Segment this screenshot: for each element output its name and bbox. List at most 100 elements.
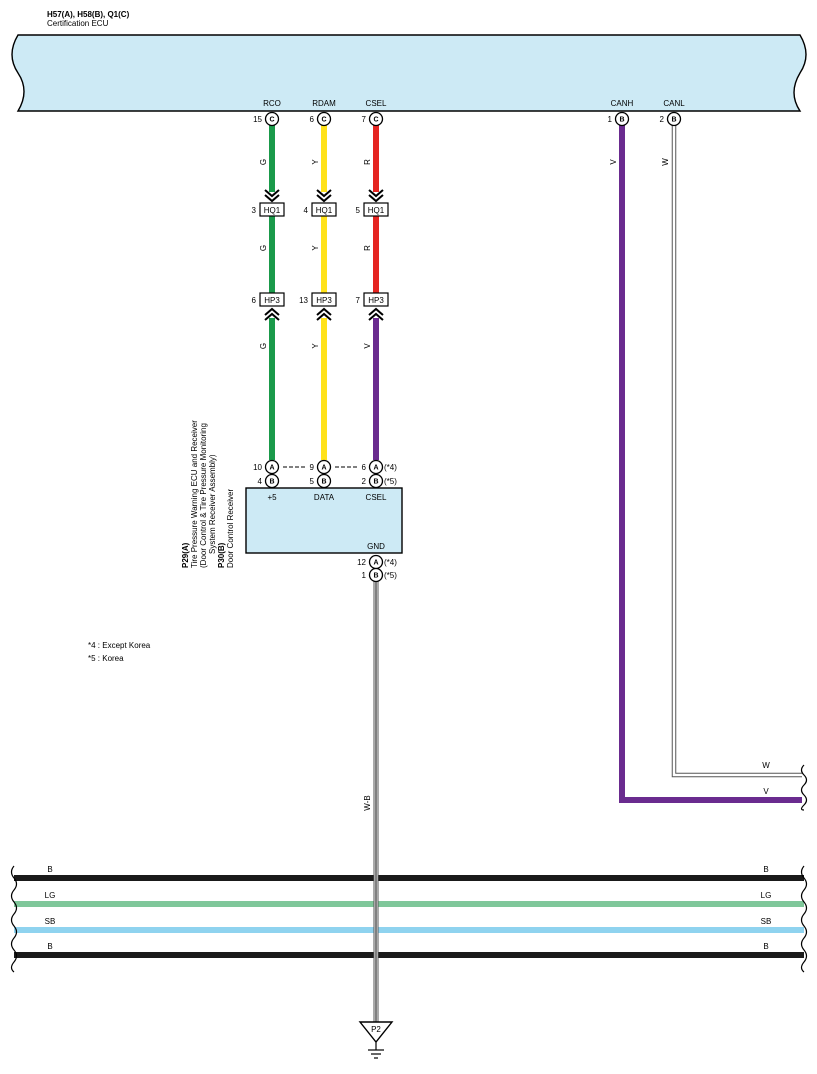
svg-text:9: 9 (310, 463, 315, 472)
ecu-name: Certification ECU (47, 19, 109, 28)
connector-hp3 (264, 307, 384, 321)
wire-color-rdam-upper: Y (311, 159, 320, 165)
svg-text:6: 6 (362, 463, 367, 472)
svg-text:7: 7 (356, 296, 361, 305)
ecu-pin-rco: 15 C (253, 111, 280, 127)
svg-text:(*5): (*5) (384, 571, 397, 580)
receiver-ground-pins: 12 A (*4) 1 B (*5) (357, 554, 397, 583)
wire-color-canh: V (609, 159, 618, 165)
svg-text:(*4): (*4) (384, 558, 397, 567)
connector-hp3-boxes: HP3 HP3 HP3 6 13 7 (252, 292, 389, 307)
footnotes: *4 : Except Korea *5 : Korea (88, 641, 151, 663)
svg-text:4: 4 (258, 477, 263, 486)
svg-text:10: 10 (253, 463, 262, 472)
svg-text:A: A (373, 560, 378, 567)
svg-text:SB: SB (761, 917, 772, 926)
wire-color-canh-end: V (763, 787, 769, 796)
ecu-pin-csel: 7 C (362, 111, 384, 127)
wire-color-canl-end: W (762, 761, 770, 770)
svg-text:(*5): (*5) (384, 477, 397, 486)
svg-text:5: 5 (310, 477, 315, 486)
bus-wire-lg: LG LG (14, 891, 804, 907)
terminal-canh: CANH (611, 99, 634, 108)
wire-color-rdam-mid: Y (311, 245, 320, 251)
svg-text:B: B (373, 479, 378, 486)
wire-color-rdam-lower: Y (311, 343, 320, 349)
svg-text:B: B (47, 865, 52, 874)
wire-canl (671, 125, 802, 778)
wire-color-csel-upper: R (363, 159, 372, 165)
wire-color-rco-lower: G (259, 343, 268, 349)
connector-hq1-boxes: HQ1 HQ1 HQ1 3 4 5 (252, 202, 389, 217)
ecu-pin-canh: 1 B (608, 111, 630, 127)
svg-text:2: 2 (362, 477, 367, 486)
svg-text:B: B (269, 479, 274, 486)
svg-text:P2: P2 (371, 1025, 381, 1034)
wire-color-csel-lower: V (363, 343, 372, 349)
svg-text:12: 12 (357, 558, 366, 567)
svg-text:B: B (373, 573, 378, 580)
ecu-box (11, 34, 807, 112)
svg-text:*5 : Korea: *5 : Korea (88, 654, 124, 663)
wire-color-ground: W-B (363, 795, 372, 810)
svg-text:HP3: HP3 (264, 296, 280, 305)
svg-text:C: C (269, 117, 274, 124)
svg-text:1: 1 (608, 115, 613, 124)
wire-color-rco-mid: G (259, 245, 268, 251)
svg-text:15: 15 (253, 115, 262, 124)
svg-text:B: B (763, 942, 768, 951)
receiver-box (245, 487, 403, 554)
svg-text:7: 7 (362, 115, 367, 124)
terminal-rdam: RDAM (312, 99, 336, 108)
svg-text:Tire Pressure Warning ECU and: Tire Pressure Warning ECU and Receiver (190, 420, 199, 568)
svg-text:B: B (619, 117, 624, 124)
receiver-terminal-5v: +5 (267, 493, 277, 502)
svg-text:A: A (269, 465, 274, 472)
svg-text:B: B (321, 479, 326, 486)
ecu-pin-canl: 2 B (660, 111, 682, 127)
svg-text:5: 5 (356, 206, 361, 215)
svg-text:3: 3 (252, 206, 257, 215)
svg-text:A: A (321, 465, 326, 472)
bus-wire-b1: B B (14, 865, 804, 881)
svg-text:6: 6 (252, 296, 257, 305)
svg-text:HP3: HP3 (316, 296, 332, 305)
svg-text:A: A (373, 465, 378, 472)
svg-text:(Door Control & Tire Pressure: (Door Control & Tire Pressure Monitoring (199, 423, 208, 568)
svg-text:HP3: HP3 (368, 296, 384, 305)
svg-text:1: 1 (362, 571, 367, 580)
bus-wire-sb: SB SB (14, 917, 804, 933)
ecu-connector-label: H57(A), H58(B), Q1(C) (47, 10, 130, 19)
wire-color-csel-mid: R (363, 245, 372, 251)
wire-color-canl: W (661, 158, 670, 166)
svg-text:2: 2 (660, 115, 665, 124)
wire-canh (619, 125, 802, 803)
svg-text:HQ1: HQ1 (368, 206, 385, 215)
ecu-pin-rdam: 6 C (310, 111, 332, 127)
svg-text:B: B (763, 865, 768, 874)
svg-text:P30(B): P30(B) (217, 542, 226, 568)
receiver-pins-b: 4 B 5 B 2 B (*5) (258, 473, 397, 489)
break-marks (10, 764, 808, 973)
bus-wire-b2: B B (14, 942, 804, 958)
receiver-labels: P29(A) Tire Pressure Warning ECU and Rec… (181, 420, 235, 568)
connector-hq1 (264, 189, 384, 203)
svg-text:13: 13 (299, 296, 308, 305)
terminal-canl: CANL (663, 99, 685, 108)
svg-text:*4 : Except Korea: *4 : Except Korea (88, 641, 151, 650)
wire-color-rco-upper: G (259, 159, 268, 165)
ground-point-p2: P2 (358, 1021, 394, 1059)
svg-text:4: 4 (304, 206, 309, 215)
svg-text:C: C (321, 117, 326, 124)
svg-text:6: 6 (310, 115, 315, 124)
svg-text:Door Control Receiver: Door Control Receiver (226, 489, 235, 568)
svg-text:P29(A): P29(A) (181, 542, 190, 568)
svg-text:(*4): (*4) (384, 463, 397, 472)
svg-text:System Receiver Assembly): System Receiver Assembly) (208, 454, 217, 554)
svg-text:SB: SB (45, 917, 56, 926)
svg-text:LG: LG (45, 891, 56, 900)
svg-text:B: B (671, 117, 676, 124)
svg-text:LG: LG (761, 891, 772, 900)
receiver-pins-a: 10 A 9 A 6 A (*4) (253, 459, 397, 475)
